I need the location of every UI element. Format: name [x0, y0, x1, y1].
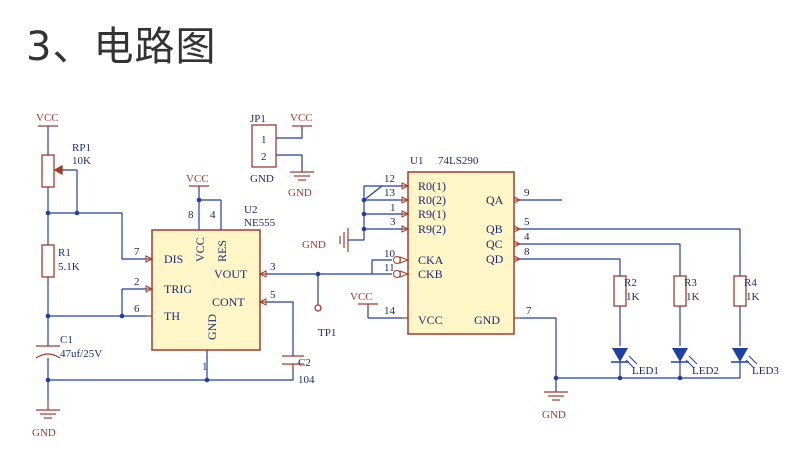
- rp1-ref: RP1: [72, 142, 91, 154]
- ne555-pin7-num: 7: [134, 246, 140, 258]
- ls290-qb: QB: [486, 222, 503, 236]
- ls290-pin11-num: 11: [384, 262, 395, 274]
- power-symbols: [36, 125, 568, 419]
- gnd-label-right: GND: [542, 409, 566, 421]
- r4-value: 1K: [746, 291, 760, 303]
- ne555-th: TH: [164, 309, 180, 323]
- c2-value: 104: [298, 374, 315, 386]
- vcc-label-555: VCC: [186, 173, 209, 185]
- rp1-body: [41, 154, 55, 188]
- ne555-gnd: GND: [205, 314, 219, 340]
- led1-label: LED1: [632, 365, 659, 377]
- u1-ref: U1: [410, 155, 423, 167]
- wires: [47, 126, 741, 400]
- r3-ref: R3: [684, 277, 697, 289]
- ls290-r01: R0(1): [418, 179, 446, 193]
- ne555-dis: DIS: [164, 252, 183, 266]
- rp1-wiper-arrow: [53, 164, 63, 176]
- ne555-pin1-num: 1: [202, 361, 208, 373]
- ne555-trig: TRIG: [164, 282, 192, 296]
- rp1-value: 10K: [72, 155, 91, 167]
- ls290-pin5-num: 5: [524, 216, 530, 228]
- ls290-r91: R9(1): [418, 207, 446, 221]
- r1-body: [41, 244, 55, 278]
- gnd-label-jp1: GND: [288, 187, 312, 199]
- ls290-pin7-num: 7: [526, 305, 532, 317]
- jp1-pin-2: 2: [261, 151, 267, 163]
- ls290-vcc: VCC: [418, 313, 443, 327]
- gnd-label-jp1-pin: GND: [250, 173, 274, 185]
- ls290-gnd: GND: [474, 313, 500, 327]
- jp1-pin-1: 1: [261, 134, 267, 146]
- ne555-pin6-num: 6: [134, 303, 140, 315]
- leds: [611, 348, 758, 369]
- led1-symbol: [611, 348, 638, 369]
- ls290-ckb: CKB: [418, 267, 443, 281]
- ls290-pin3-num: 3: [390, 216, 396, 228]
- jp1-ref: JP1: [250, 113, 266, 125]
- ls290-r92: R9(2): [418, 222, 446, 236]
- r4-body: [733, 275, 747, 307]
- ne555-pin2-num: 2: [134, 276, 140, 288]
- ls290-qd: QD: [486, 252, 504, 266]
- r3-body: [673, 275, 687, 307]
- ls290-pin1-num: 1: [390, 202, 396, 214]
- gnd-label-left: GND: [32, 427, 56, 439]
- u1-value: 74LS290: [438, 155, 479, 167]
- c1-plate-bottom: [35, 353, 61, 359]
- junction-dots: [45, 197, 683, 383]
- c1-value: 47uf/25V: [60, 348, 102, 360]
- ls290-pin13-num: 13: [384, 187, 396, 199]
- ls290-pin9-num: 9: [524, 187, 530, 199]
- ne555-vout: VOUT: [214, 267, 248, 281]
- u2-ref: U2: [244, 204, 257, 216]
- jp1-body: [251, 124, 277, 168]
- ls290-pin4-num: 4: [524, 231, 530, 243]
- r2-body: [613, 275, 627, 307]
- ls290-ic: [393, 171, 522, 335]
- ls290-pin14-num: 14: [384, 305, 396, 317]
- u2-value: NE555: [244, 217, 276, 229]
- r4-ref: R4: [744, 277, 757, 289]
- led3-symbol: [731, 348, 758, 369]
- led2-label: LED2: [692, 365, 719, 377]
- led2-symbol: [671, 348, 698, 369]
- ls290-qa: QA: [486, 193, 504, 207]
- c1-ref: C1: [60, 334, 73, 346]
- r1-ref: R1: [58, 247, 71, 259]
- c2-ref: C2: [298, 357, 311, 369]
- r2-value: 1K: [626, 291, 640, 303]
- ne555-body: [151, 229, 261, 351]
- ne555-ic: [145, 229, 267, 351]
- tp1-point: [314, 304, 322, 312]
- ne555-pin8-num: 8: [188, 209, 194, 221]
- ls290-cka: CKA: [418, 253, 444, 267]
- ls290-body: [407, 171, 515, 335]
- ne555-cont: CONT: [212, 295, 245, 309]
- ls290-qc: QC: [486, 237, 503, 251]
- ls290-pin12-num: 12: [384, 173, 395, 185]
- gnd-label-u1-reset: GND: [302, 239, 326, 251]
- ne555-pin3-num: 3: [270, 261, 276, 273]
- r3-value: 1K: [686, 291, 700, 303]
- ne555-pin4-num: 4: [210, 209, 216, 221]
- vcc-label-u1: VCC: [350, 291, 373, 303]
- ls290-pin10-num: 10: [384, 248, 396, 260]
- ls290-r02: R0(2): [418, 193, 446, 207]
- r1-value: 5.1K: [58, 261, 80, 273]
- page-title: 3、电路图: [26, 24, 217, 70]
- components: [35, 124, 747, 370]
- ne555-res: RES: [215, 240, 229, 262]
- vcc-label-jp1: VCC: [290, 112, 313, 124]
- led3-label: LED3: [752, 365, 779, 377]
- ls290-pin8-num: 8: [524, 246, 530, 258]
- ne555-pin5-num: 5: [270, 289, 276, 301]
- vcc-label-left: VCC: [36, 112, 59, 124]
- ne555-vcc: VCC: [193, 237, 207, 262]
- r2-ref: R2: [624, 277, 637, 289]
- tp1-label: TP1: [318, 327, 336, 339]
